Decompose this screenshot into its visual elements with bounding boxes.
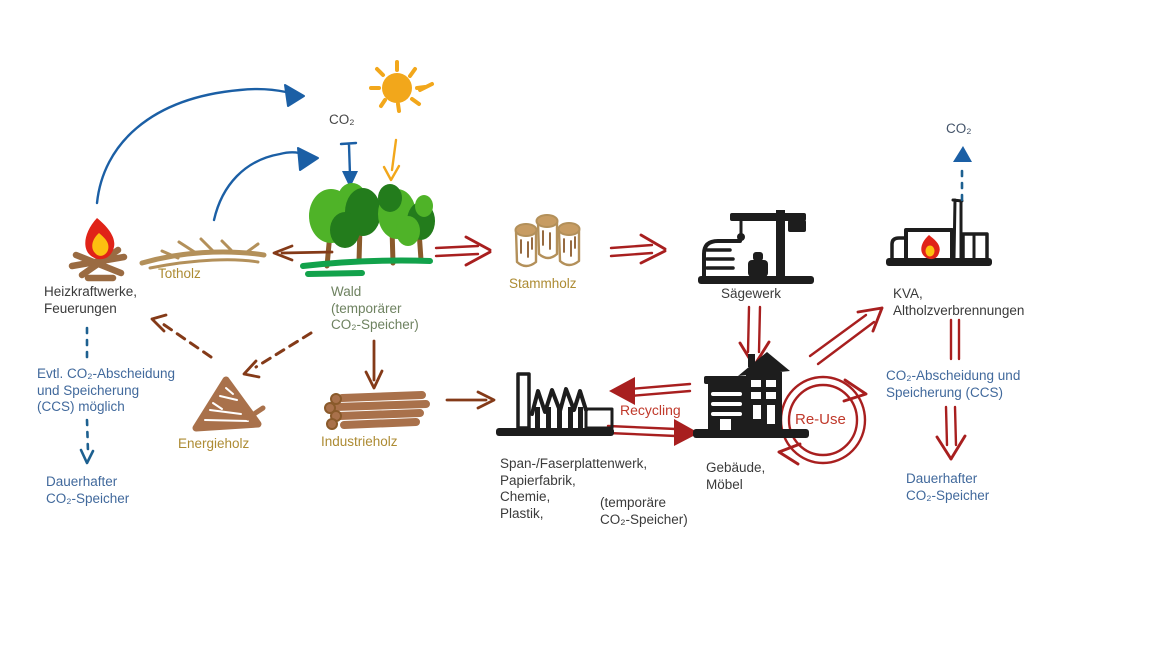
sun-to-forest-arrow bbox=[382, 138, 401, 182]
building-to-kva-arrow bbox=[808, 306, 884, 366]
energieholz-to-fire-arrow bbox=[150, 313, 213, 359]
recycling-label: Recycling bbox=[620, 402, 681, 418]
forest-icon bbox=[300, 183, 435, 277]
industrieholz-to-factory-arrow bbox=[445, 390, 496, 410]
fire-to-ccs-dashed-arrow bbox=[79, 326, 95, 465]
factory-icon bbox=[496, 372, 614, 436]
deadwood-icon bbox=[139, 237, 267, 270]
forest-to-industrieholz-arrow bbox=[364, 339, 384, 390]
stammholz-label: Stammholz bbox=[509, 276, 577, 291]
heizkraftwerke-label: Heizkraftwerke, Feuerungen bbox=[44, 284, 138, 316]
incinerator-icon bbox=[886, 198, 992, 266]
buildings-icon bbox=[693, 352, 809, 438]
totholz-label: Totholz bbox=[158, 266, 201, 281]
dauerhaft-left-label: Dauerhafter CO₂-Speicher bbox=[46, 474, 130, 506]
kva-to-ccs-line bbox=[949, 318, 961, 361]
reuse-label: Re-Use bbox=[795, 411, 846, 428]
co2-right-label: CO₂ bbox=[946, 121, 972, 136]
kva-to-co2-arrow bbox=[953, 146, 972, 202]
kva-label: KVA, Altholzverbrennungen bbox=[893, 286, 1025, 318]
wald-label: Wald (temporärer CO₂-Speicher) bbox=[331, 284, 419, 333]
sawmill-icon bbox=[698, 210, 814, 284]
woodpile-icon bbox=[192, 376, 266, 432]
energieholz-label: Energieholz bbox=[178, 436, 250, 451]
forest-to-energieholz-arrow bbox=[242, 331, 313, 379]
ccs-to-storage-arrow bbox=[935, 405, 967, 461]
gebaeude-label: Gebäude, Möbel bbox=[706, 460, 766, 492]
ccs-left-label: Evtl. CO₂-Abscheidung und Speicherung (C… bbox=[37, 366, 176, 415]
fire-to-co2-arrow bbox=[95, 84, 305, 205]
ccs-right-label: CO₂-Abscheidung und Speicherung (CCS) bbox=[886, 368, 1021, 400]
factory-to-building-arrow bbox=[606, 419, 699, 446]
fabrik-label: Span-/Faserplattenwerk, Papierfabrik, Ch… bbox=[500, 456, 648, 522]
sun-icon bbox=[369, 60, 434, 113]
co2-to-forest-arrow bbox=[339, 141, 358, 188]
saegewerk-label: Sägewerk bbox=[721, 286, 782, 301]
industrieholz-label: Industrieholz bbox=[321, 434, 398, 449]
logstack-icon bbox=[324, 391, 430, 430]
dauerhaft-right-label: Dauerhafter CO₂-Speicher bbox=[906, 471, 990, 503]
building-to-factory-recycling-arrow bbox=[609, 377, 692, 405]
fire-icon bbox=[68, 218, 128, 282]
temp-speicher-label: (temporäre CO₂-Speicher) bbox=[600, 495, 688, 527]
co2-top-label: CO₂ bbox=[329, 112, 355, 127]
forest-to-deadwood-arrow bbox=[272, 244, 334, 262]
forest-to-stammholz-arrow bbox=[434, 235, 492, 267]
logs-icon bbox=[514, 214, 581, 268]
totholz-to-co2-arrow bbox=[212, 147, 319, 222]
stammholz-to-sawmill-arrow bbox=[609, 233, 667, 265]
